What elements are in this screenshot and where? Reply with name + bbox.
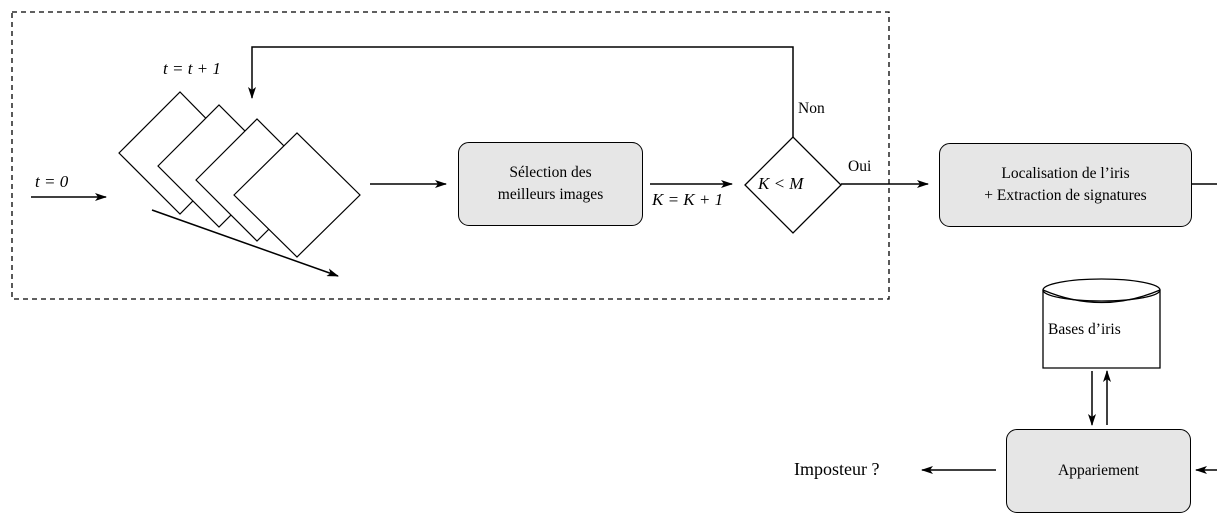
loop-back-arrow [248,46,794,137]
acquisition-loop-frame [11,11,890,300]
decision-diamond [744,136,842,234]
image-frame-4 [233,132,361,258]
database-label: Bases d’iris [1048,321,1121,338]
localisation-box: Localisation de l’iris + Extraction de s… [939,143,1192,227]
k-increment-label: K = K + 1 [652,190,724,209]
non-label: Non [798,100,825,117]
time-axis-arrow [151,209,339,277]
oui-label: Oui [848,158,872,175]
matching-box: Appariement [1006,429,1191,513]
selection-line1: Sélection des [509,164,592,181]
selection-box: Sélection des meilleurs images [458,142,643,226]
image-stack [118,91,361,258]
impostor-label: Imposteur ? [794,459,880,479]
t-increment-label: t = t + 1 [163,59,221,78]
t-zero-label: t = 0 [35,172,69,191]
selection-line2: meilleurs images [497,186,604,203]
matching-label: Appariement [1058,462,1139,479]
localisation-line2: + Extraction de signatures [984,187,1147,204]
localisation-line1: Localisation de l’iris [1001,165,1130,182]
condition-label: K < M [758,174,804,193]
database-cylinder [1042,278,1161,369]
